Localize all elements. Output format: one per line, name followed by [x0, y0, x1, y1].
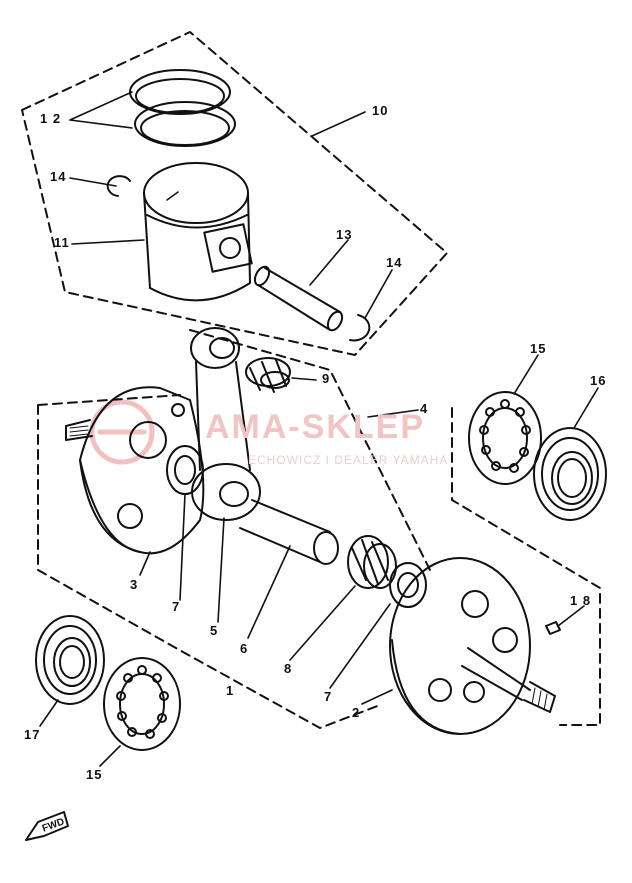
woodruff-key	[545, 621, 561, 635]
callout-5: 5	[210, 623, 219, 638]
connecting-rod	[190, 327, 261, 521]
small-end-bearing	[245, 357, 291, 393]
oil-seal-lower	[35, 615, 105, 705]
callout-4: 4	[420, 401, 429, 416]
piston-rings	[129, 69, 236, 147]
callout-14-right: 14	[386, 255, 403, 270]
callout-13: 13	[336, 227, 353, 242]
crank-group-box-right	[189, 329, 431, 571]
oil-seal-upper	[533, 427, 607, 521]
piston	[143, 162, 253, 302]
watermark-subtext: ECHOWICZ I DEALER YAMAHA	[248, 453, 449, 467]
crank-group-box	[37, 394, 381, 729]
callout-14-left: 14	[50, 169, 67, 184]
right-crank-web	[389, 557, 556, 735]
piston-pin-clip-right	[349, 314, 371, 342]
main-bearing-upper	[468, 391, 542, 485]
thrust-washer-left	[166, 445, 204, 495]
callout-9: 9	[322, 371, 331, 386]
callout-3: 3	[130, 577, 139, 592]
watermark-text: AMA-SKLEP	[205, 408, 426, 446]
callout-10: 10	[372, 103, 389, 118]
forward-arrow-icon	[25, 811, 69, 841]
callout-12: 1 2	[40, 111, 62, 126]
bearing-group-box	[451, 407, 601, 726]
thrust-washer-right	[389, 562, 427, 608]
callout-6: 6	[240, 641, 249, 656]
callout-7-right: 7	[324, 689, 333, 704]
left-crank-web	[65, 386, 205, 555]
callout-18: 1 8	[570, 593, 592, 608]
callout-15-upper: 15	[530, 341, 547, 356]
piston-pin-clip-left	[106, 175, 131, 197]
leader-lines	[39, 91, 599, 767]
callout-2: 2	[352, 705, 361, 720]
callout-16: 16	[590, 373, 607, 388]
callout-8: 8	[284, 661, 293, 676]
callout-17: 17	[24, 727, 41, 742]
callout-7-left: 7	[172, 599, 181, 614]
piston-pin	[253, 265, 344, 332]
main-bearing-lower	[103, 657, 181, 751]
piston-group-box	[21, 31, 448, 356]
watermark-logo	[89, 399, 155, 465]
callout-1: 1	[226, 683, 235, 698]
callout-11: 11	[54, 235, 70, 250]
crank-pin	[239, 499, 339, 565]
big-end-bearing	[347, 535, 397, 589]
callout-15-lower: 15	[86, 767, 103, 782]
